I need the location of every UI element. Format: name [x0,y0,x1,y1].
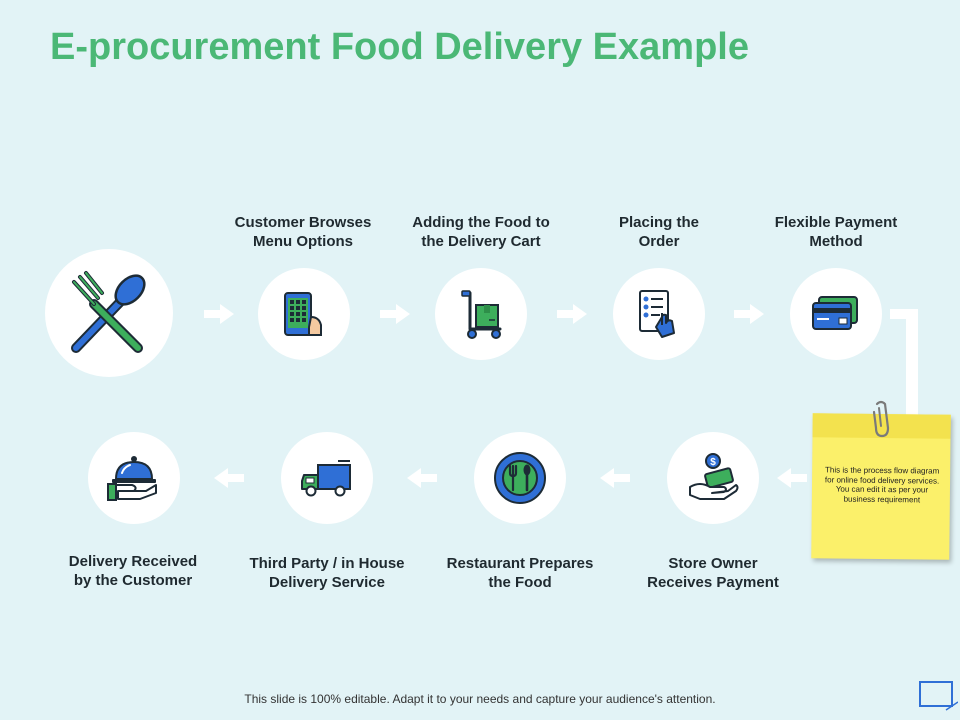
step-label-order: Placing the Order [618,214,700,250]
step-circle-delivery-received [88,432,180,524]
delivery-truck-icon [301,460,351,497]
paperclip-icon [872,400,890,438]
footer-note: This slide is 100% editable. Adapt it to… [244,692,716,706]
arrow-left-4 [214,468,244,488]
page-title: E-procurement Food Delivery Example [50,26,749,68]
flow-connector-vertical [906,309,918,419]
step-circle-restaurant [474,432,566,524]
arrow-left-2 [600,468,630,488]
arrow-right-2 [380,304,410,324]
plate-cutlery-icon [494,452,546,504]
phone-menu-icon [284,292,322,336]
step-circle-order [613,268,705,360]
cloche-hand-icon [107,456,157,501]
order-list-icon [639,290,675,338]
arrow-right-1 [204,304,234,324]
step-label-cart: Adding the Food to the Delivery Cart [412,214,550,250]
step-label-browse: Customer Browses Menu Options [234,214,372,250]
svg-text:$: $ [710,457,716,468]
cart-icon [461,290,502,339]
step-label-delivery-service: Third Party / in House Delivery Service [249,555,405,591]
sticky-note-text: This is the process flow diagram for onl… [824,465,940,504]
step-circle-payment-method [790,268,882,360]
step-circle-browse [258,268,350,360]
corner-frame-icon [919,681,958,711]
arrow-right-3 [557,304,587,324]
arrow-left-3 [407,468,437,488]
step-circle-store-owner: $ [667,432,759,524]
start-circle [45,249,173,377]
flow-connector-horizontal [890,309,918,319]
step-label-payment-method: Flexible Payment Method [774,214,898,250]
step-label-store-owner: Store Owner Receives Payment [647,555,779,591]
step-circle-delivery-service [281,432,373,524]
payment-hand-icon: $ [689,453,739,500]
step-label-delivery-received: Delivery Received by the Customer [68,553,198,589]
step-circle-cart [435,268,527,360]
step-label-restaurant: Restaurant Prepares the Food [446,555,594,591]
fork-spoon-icon [71,271,146,353]
arrow-left-1 [777,468,807,488]
credit-card-icon [812,296,858,330]
arrow-right-4 [734,304,764,324]
